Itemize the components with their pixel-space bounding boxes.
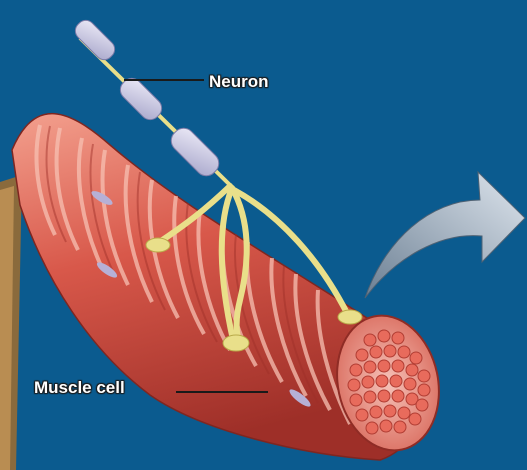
muscle-cell [12,114,451,460]
background-photo-strip [0,0,22,470]
curved-arrow-icon [365,172,525,298]
muscle-cell-label: Muscle cell [34,378,125,398]
neuron-label: Neuron [209,72,269,92]
